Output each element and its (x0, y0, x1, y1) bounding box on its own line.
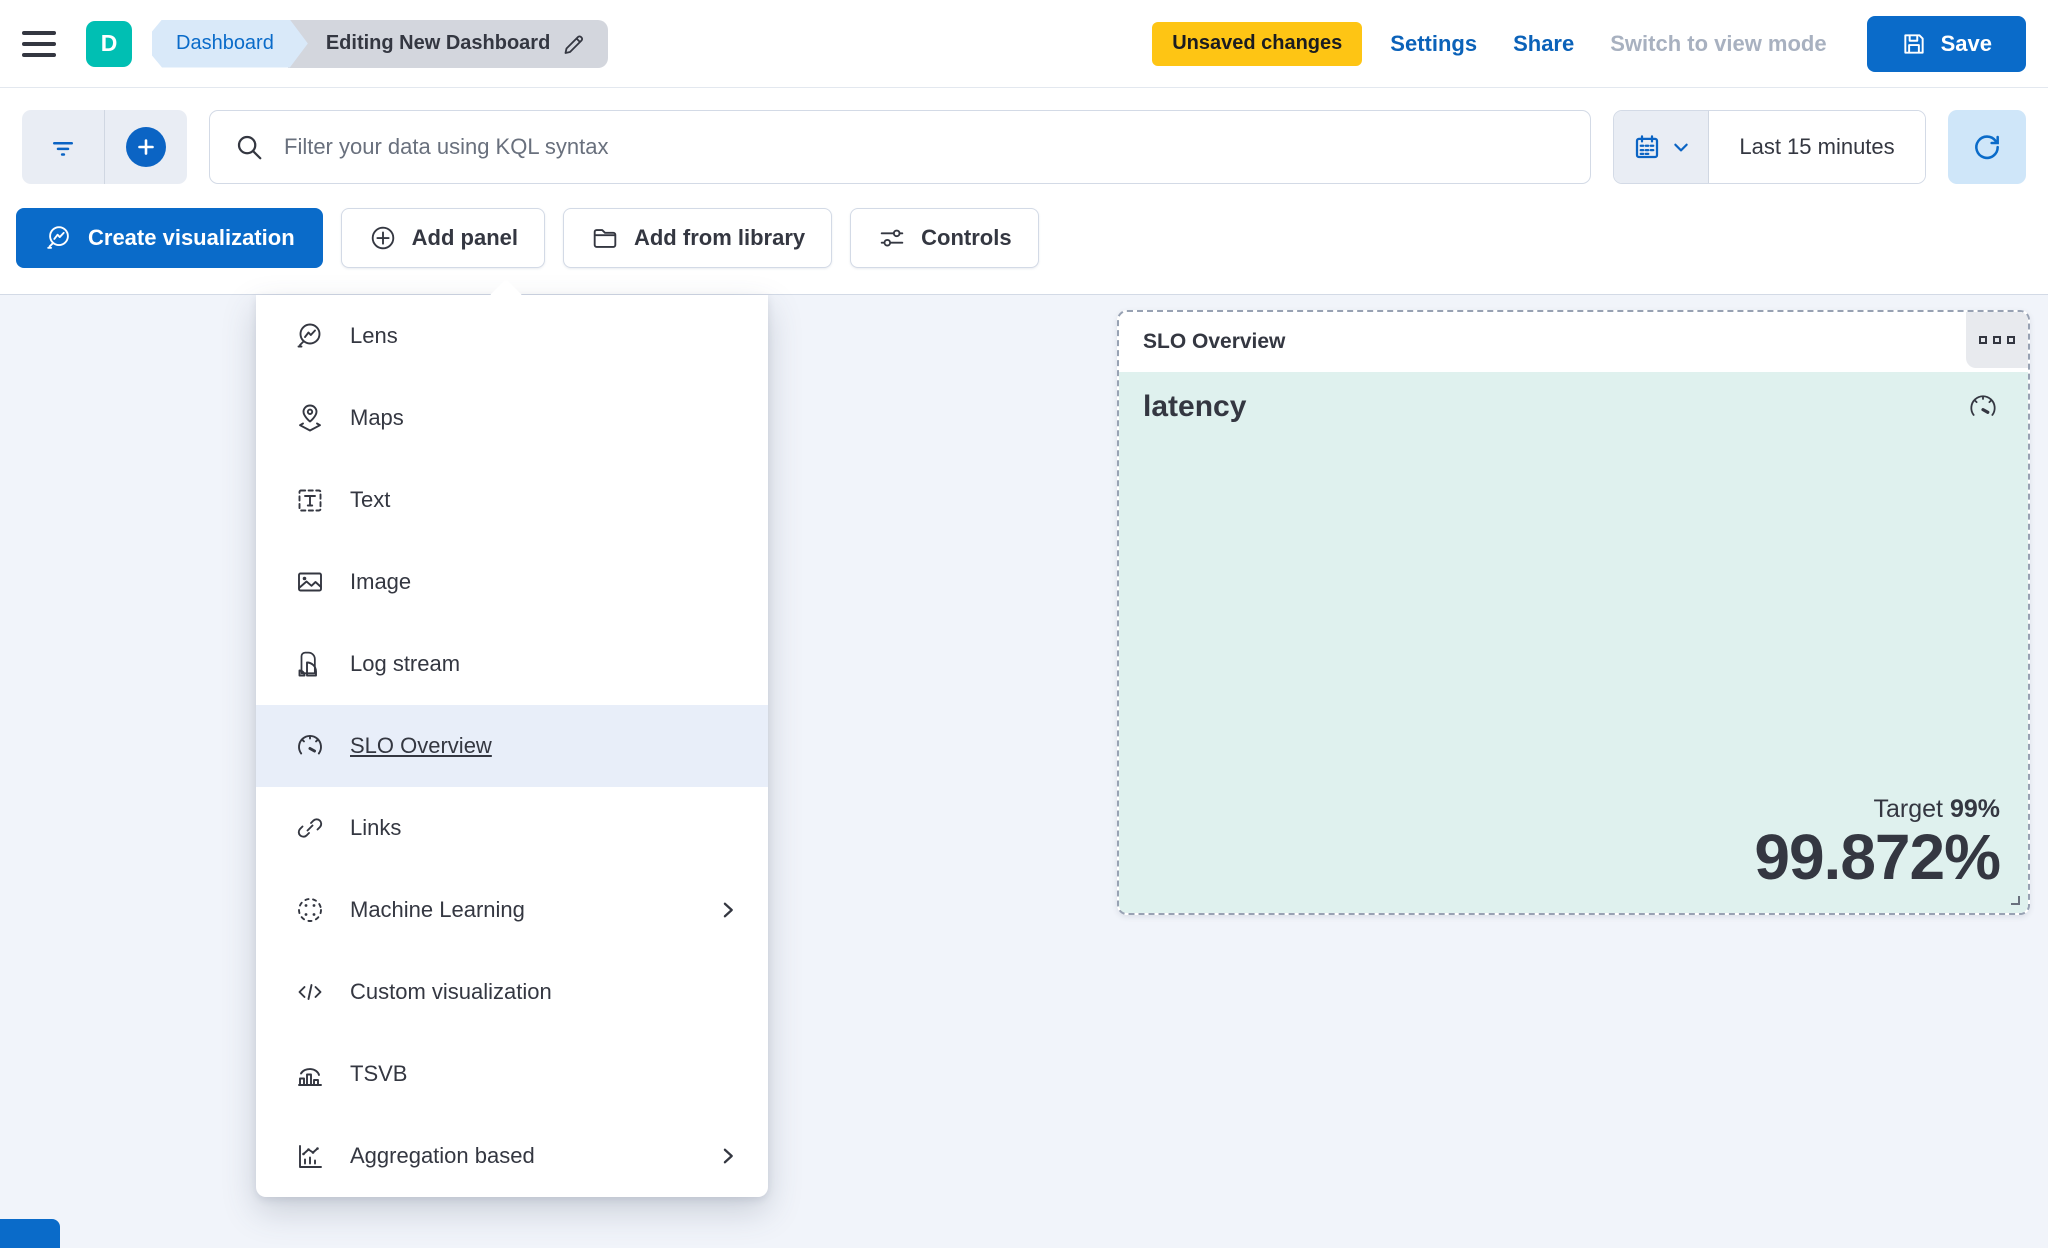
panel-resize-handle[interactable] (2006, 891, 2022, 907)
plus-circle-outline-icon (368, 223, 398, 253)
log-stream-icon (294, 648, 326, 680)
menu-item-maps[interactable]: Maps (256, 377, 768, 459)
panel-title: SLO Overview (1143, 330, 1286, 353)
menu-item-label: Lens (350, 323, 398, 348)
menu-item-label: Machine Learning (350, 897, 525, 922)
gauge-icon (294, 730, 326, 762)
share-button[interactable]: Share (1505, 31, 1582, 57)
gauge-icon (1966, 390, 2000, 424)
lens-icon (44, 223, 74, 253)
time-range-button[interactable]: Last 15 minutes (1709, 111, 1925, 183)
kql-search-box (209, 110, 1591, 184)
slo-overview-panel[interactable]: SLO Overview latency Target 99% (1117, 310, 2030, 915)
controls-button[interactable]: Controls (850, 208, 1039, 268)
filter-group-divider (104, 110, 105, 184)
lens-icon (294, 320, 326, 352)
menu-item-label: Maps (350, 405, 404, 430)
chevron-right-icon (718, 900, 738, 920)
top-header: D Dashboard Editing New Dashboard Unsave… (0, 0, 2048, 88)
code-icon (294, 976, 326, 1008)
time-picker: Last 15 minutes (1613, 110, 1926, 184)
panel-options-button[interactable] (1966, 312, 2028, 368)
target-value: 99% (1949, 794, 2000, 823)
link-icon (294, 812, 326, 844)
add-panel-label: Add panel (411, 225, 518, 250)
menu-item-label: SLO Overview (350, 733, 492, 758)
menu-item-label: Custom visualization (350, 979, 552, 1004)
slo-metric-title: latency (1143, 390, 1247, 423)
add-panel-button[interactable]: Add panel (340, 208, 545, 268)
filter-bar: Last 15 minutes (0, 88, 2048, 202)
maps-icon (294, 402, 326, 434)
pencil-icon (562, 32, 586, 56)
add-from-library-button[interactable]: Add from library (562, 208, 833, 268)
menu-item-label: Text (350, 487, 391, 512)
switch-view-mode-button[interactable]: Switch to view mode (1602, 31, 1834, 57)
menu-item-tsvb[interactable]: TSVB (256, 1033, 768, 1115)
menu-item-image[interactable]: Image (256, 541, 768, 623)
menu-item-aggregation-based[interactable]: Aggregation based (256, 1115, 768, 1197)
create-visualization-label: Create visualization (88, 225, 295, 250)
machine-learning-icon (294, 894, 326, 926)
add-filter-button[interactable] (105, 110, 187, 184)
settings-button[interactable]: Settings (1382, 31, 1485, 57)
date-picker-toggle[interactable] (1614, 111, 1709, 183)
aggregation-icon (294, 1140, 326, 1172)
dashboard-canvas: Lens Maps Text Image (0, 279, 2048, 1248)
save-button[interactable]: Save (1866, 15, 2026, 72)
slo-metric-block: Target 99% 99.872% (1143, 795, 2001, 893)
slo-value: 99.872% (1754, 820, 2001, 893)
offscreen-blue-element (0, 1219, 60, 1248)
breadcrumb-editing-dashboard[interactable]: Editing New Dashboard (287, 19, 609, 68)
chevron-right-icon (718, 1146, 738, 1166)
menu-item-slo-overview[interactable]: SLO Overview (256, 705, 768, 787)
unsaved-changes-badge: Unsaved changes (1152, 21, 1363, 66)
menu-item-label: Log stream (350, 651, 461, 676)
menu-item-links[interactable]: Links (256, 787, 768, 869)
menu-item-lens[interactable]: Lens (256, 295, 768, 377)
sliders-icon (877, 223, 907, 253)
filter-button-group (22, 110, 187, 184)
menu-item-label: TSVB (350, 1061, 408, 1086)
menu-item-label: Links (350, 815, 402, 840)
refresh-button[interactable] (1948, 110, 2026, 184)
filter-options-button[interactable] (22, 110, 104, 184)
text-icon (294, 484, 326, 516)
breadcrumb: Dashboard Editing New Dashboard (152, 19, 609, 68)
space-avatar[interactable]: D (86, 20, 132, 67)
plus-circle-icon (126, 127, 166, 167)
image-icon (294, 566, 326, 598)
calendar-icon (1632, 132, 1662, 162)
refresh-icon (1971, 131, 2003, 163)
menu-item-machine-learning[interactable]: Machine Learning (256, 869, 768, 951)
chevron-down-icon (1672, 138, 1690, 156)
edit-toolbar: Create visualization Add panel Add from … (0, 202, 2048, 294)
kql-search-input[interactable] (284, 134, 1566, 160)
add-panel-menu: Lens Maps Text Image (256, 279, 768, 1197)
panel-body: latency Target 99% 99.872% (1119, 372, 2028, 913)
controls-label: Controls (921, 225, 1012, 250)
save-floppy-icon (1901, 31, 1927, 57)
search-icon (234, 132, 264, 162)
menu-hamburger-icon[interactable] (22, 22, 66, 66)
save-label: Save (1940, 30, 1992, 56)
menu-item-label: Aggregation based (350, 1143, 535, 1168)
add-from-library-label: Add from library (633, 225, 806, 250)
menu-item-log-stream[interactable]: Log stream (256, 623, 768, 705)
boxes-horizontal-icon (1979, 336, 1987, 344)
filter-icon (48, 132, 78, 162)
breadcrumb-dashboard[interactable]: Dashboard (152, 20, 308, 68)
tsvb-icon (294, 1058, 326, 1090)
menu-item-label: Image (350, 569, 412, 594)
slo-target-line: Target 99% (1143, 795, 2000, 824)
create-visualization-button[interactable]: Create visualization (16, 208, 323, 268)
menu-item-custom-visualization[interactable]: Custom visualization (256, 951, 768, 1033)
breadcrumb-dashboard-label: Dashboard (176, 32, 274, 54)
folder-icon (590, 223, 620, 253)
menu-item-text[interactable]: Text (256, 459, 768, 541)
panel-body-top: latency (1143, 390, 2000, 424)
panel-header: SLO Overview (1119, 312, 2028, 372)
target-label: Target (1873, 794, 1943, 823)
breadcrumb-editing-label: Editing New Dashboard (325, 32, 551, 54)
